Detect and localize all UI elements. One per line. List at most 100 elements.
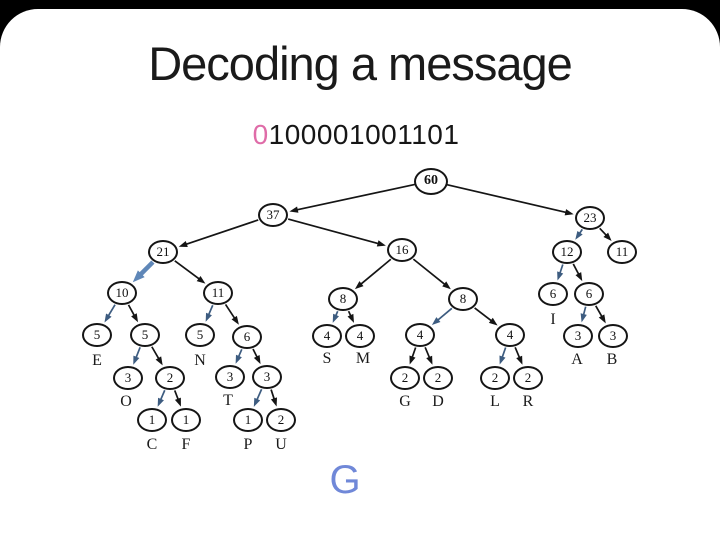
leaf-letter-P: P <box>243 436 253 453</box>
tree-edge <box>287 218 380 245</box>
leaf-letter-R: R <box>522 393 534 410</box>
edge-arrowhead <box>516 355 523 365</box>
edge-arrowhead <box>270 397 278 407</box>
tree-node-6: 6 <box>574 282 604 306</box>
leaf-letter-F: F <box>181 436 191 453</box>
tree-edge <box>436 307 453 322</box>
tree-edge <box>224 303 237 320</box>
tree-edge <box>138 260 155 277</box>
tree-node-8: 8 <box>328 287 358 311</box>
edge-arrowhead <box>488 317 498 326</box>
tree-node-2-L: 2 <box>480 366 510 390</box>
leaf-letter-N: N <box>194 352 206 369</box>
edge-arrowhead <box>431 317 441 326</box>
tree-node-2: 2 <box>155 366 185 390</box>
tree-edge <box>572 263 581 276</box>
tree-edge <box>151 346 161 361</box>
edge-arrowhead <box>603 232 612 241</box>
edge-arrowhead <box>598 314 606 324</box>
edge-arrowhead <box>442 281 451 290</box>
remaining-bits: 100001001101 <box>268 119 460 150</box>
tree-node-1-F: 1 <box>171 408 201 432</box>
leaf-letter-S: S <box>322 350 332 367</box>
tree-edge <box>134 347 141 359</box>
leaf-letter-T: T <box>223 392 233 409</box>
tree-node-8: 8 <box>448 287 478 311</box>
leaf-letter-A: A <box>571 351 583 368</box>
tree-node-21: 21 <box>148 240 178 264</box>
tree-node-3: 3 <box>252 365 282 389</box>
tree-node-1-P: 1 <box>233 408 263 432</box>
tree-node-2-U: 2 <box>266 408 296 432</box>
edge-arrowhead <box>131 313 139 323</box>
leaf-letter-I: I <box>550 311 556 328</box>
edge-arrowhead <box>426 355 433 365</box>
tree-node-23: 23 <box>575 206 605 230</box>
tree-edge <box>255 388 263 402</box>
tree-node-6-I: 6 <box>538 282 568 306</box>
tree-node-2-D: 2 <box>423 366 453 390</box>
edge-arrowhead <box>580 313 587 323</box>
edge-arrowhead <box>347 313 354 323</box>
edge-arrowhead <box>178 240 188 248</box>
edge-arrowhead <box>564 209 574 216</box>
tree-edge <box>446 183 568 214</box>
edge-arrowhead <box>575 230 583 240</box>
edge-arrowhead <box>253 355 261 365</box>
encoded-message: 0100001001101 <box>0 119 712 151</box>
tree-node-4: 4 <box>495 323 525 347</box>
tree-edge <box>424 346 431 360</box>
tree-edge <box>594 305 604 319</box>
tree-node-37: 37 <box>258 203 288 227</box>
tree-node-3-O: 3 <box>113 366 143 390</box>
edge-arrowhead <box>133 355 140 365</box>
tree-edge <box>359 258 392 286</box>
edge-arrowhead <box>196 275 206 284</box>
tree-edge <box>474 307 493 323</box>
edge-arrowhead <box>155 356 163 366</box>
tree-node-3-T: 3 <box>215 365 245 389</box>
slide <box>0 9 720 542</box>
tree-node-3-B: 3 <box>598 324 628 348</box>
leaf-letter-D: D <box>432 393 444 410</box>
edge-arrowhead <box>174 397 181 407</box>
tree-node-3-A: 3 <box>563 324 593 348</box>
leaf-letter-O: O <box>120 393 132 410</box>
edge-arrowhead <box>205 312 212 322</box>
tree-node-2-R: 2 <box>513 366 543 390</box>
tree-node-4-M: 4 <box>345 324 375 348</box>
edge-arrowhead <box>557 271 564 281</box>
edge-arrowhead <box>499 355 506 365</box>
edge-arrowhead <box>332 313 340 323</box>
leaf-letter-E: E <box>92 352 102 369</box>
edge-arrowhead <box>253 397 261 407</box>
tree-node-11: 11 <box>203 281 233 305</box>
tree-edge <box>127 304 136 317</box>
tree-node-5-E: 5 <box>82 323 112 347</box>
leaf-letter-B: B <box>606 351 618 368</box>
tree-node-5-N: 5 <box>185 323 215 347</box>
edge-arrowhead <box>104 313 112 323</box>
edge-arrowhead <box>575 272 583 282</box>
tree-node-12: 12 <box>552 240 582 264</box>
tree-node-11: 11 <box>607 240 637 264</box>
leaf-letter-M: M <box>355 350 371 367</box>
tree-node-16: 16 <box>387 238 417 262</box>
tree-node-60: 60 <box>414 167 448 195</box>
consumed-bit: 0 <box>252 119 269 150</box>
leaf-letter-L: L <box>490 393 500 410</box>
slide-title: Decoding a message <box>148 37 573 90</box>
tree-edge <box>295 183 416 211</box>
tree-node-10: 10 <box>107 281 137 305</box>
edge-arrowhead <box>289 206 299 213</box>
edge-arrowhead <box>157 397 164 407</box>
edge-arrowhead <box>231 315 239 325</box>
leaf-letter-U: U <box>275 436 287 453</box>
tree-node-2-G: 2 <box>390 366 420 390</box>
tree-edge <box>107 304 116 318</box>
tree-node-4-S: 4 <box>312 324 342 348</box>
tree-node-5: 5 <box>130 323 160 347</box>
